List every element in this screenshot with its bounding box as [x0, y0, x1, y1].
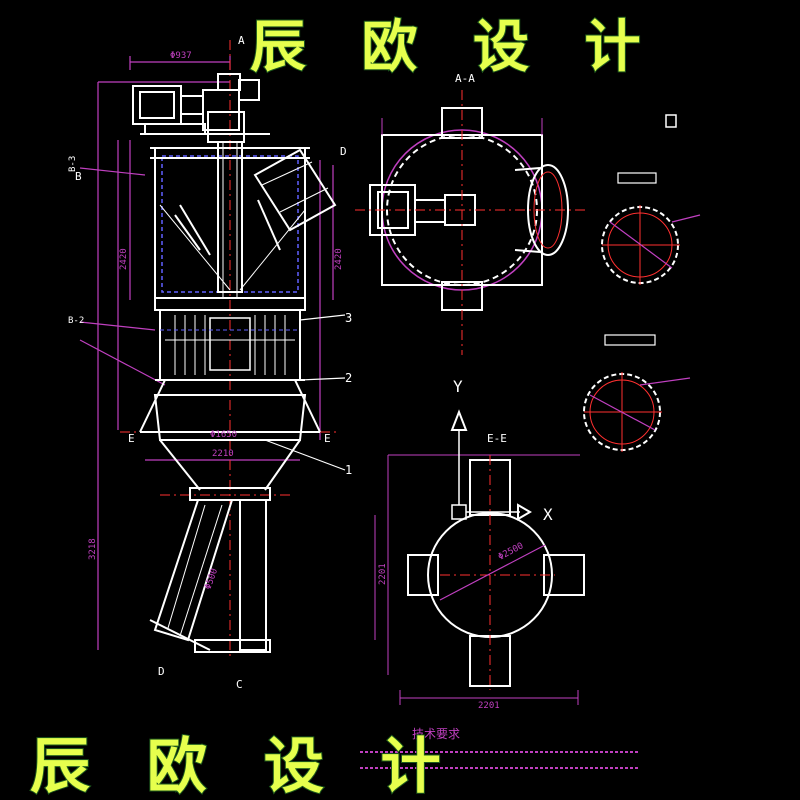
- rotor-cage-section: [154, 297, 306, 381]
- section-b3: [583, 334, 691, 452]
- discharge-pipe: [149, 499, 271, 653]
- label-callout-b2: B-2: [68, 316, 84, 326]
- label-view-ee: E-E: [487, 432, 507, 445]
- label-section-d-top: D: [340, 145, 347, 158]
- label-notes-title: 技术要求: [412, 727, 460, 741]
- label-part-2: 2: [345, 371, 352, 385]
- label-section-a: A: [238, 34, 245, 47]
- dim-ee-dia: Φ2500: [497, 541, 526, 563]
- label-callout-b3: B-3: [68, 156, 78, 172]
- label-part-3: 3: [345, 311, 352, 325]
- label-part-1: 1: [345, 463, 352, 477]
- section-ee: [374, 409, 585, 705]
- upper-housing: [150, 141, 337, 299]
- label-section-d: D: [158, 665, 165, 678]
- label-axis-x: X: [543, 505, 553, 524]
- technical-notes-body: [360, 751, 640, 769]
- watermark-top: 辰 欧 设 计: [249, 13, 659, 81]
- dim-height-1: 2420: [119, 248, 129, 270]
- dim-ee-width: 2201: [478, 701, 500, 711]
- dim-inner-dia: Φ1650: [210, 430, 237, 440]
- label-axis-y: Y: [453, 377, 463, 396]
- drive-motor-assembly: [132, 73, 270, 143]
- label-section-e-left: E: [128, 432, 135, 445]
- elevation-view: [79, 40, 346, 660]
- callout-leaders: [264, 314, 346, 471]
- dim-pipe-dia: Φ500: [203, 567, 220, 591]
- watermark-bottom: 辰 欧 设 计: [29, 731, 459, 800]
- label-section-b: B: [75, 170, 82, 183]
- dim-base-width: 2210: [212, 449, 234, 459]
- section-b2: [601, 114, 701, 285]
- dim-top-width: Φ937: [170, 51, 192, 61]
- plan-view: [355, 90, 585, 355]
- dimension-lines: [79, 56, 334, 650]
- label-section-e-right: E: [324, 432, 331, 445]
- dim-height-2: 2420: [334, 248, 344, 270]
- label-section-c: C: [236, 678, 243, 691]
- dim-ee-height: 2201: [378, 563, 388, 585]
- label-view-aa: A-A: [455, 72, 475, 85]
- drawing-labels: A B D 3 2 1 E E D C A-A E-E Y X B-2 B-3 …: [68, 34, 553, 741]
- dim-height-3: 3218: [88, 538, 98, 560]
